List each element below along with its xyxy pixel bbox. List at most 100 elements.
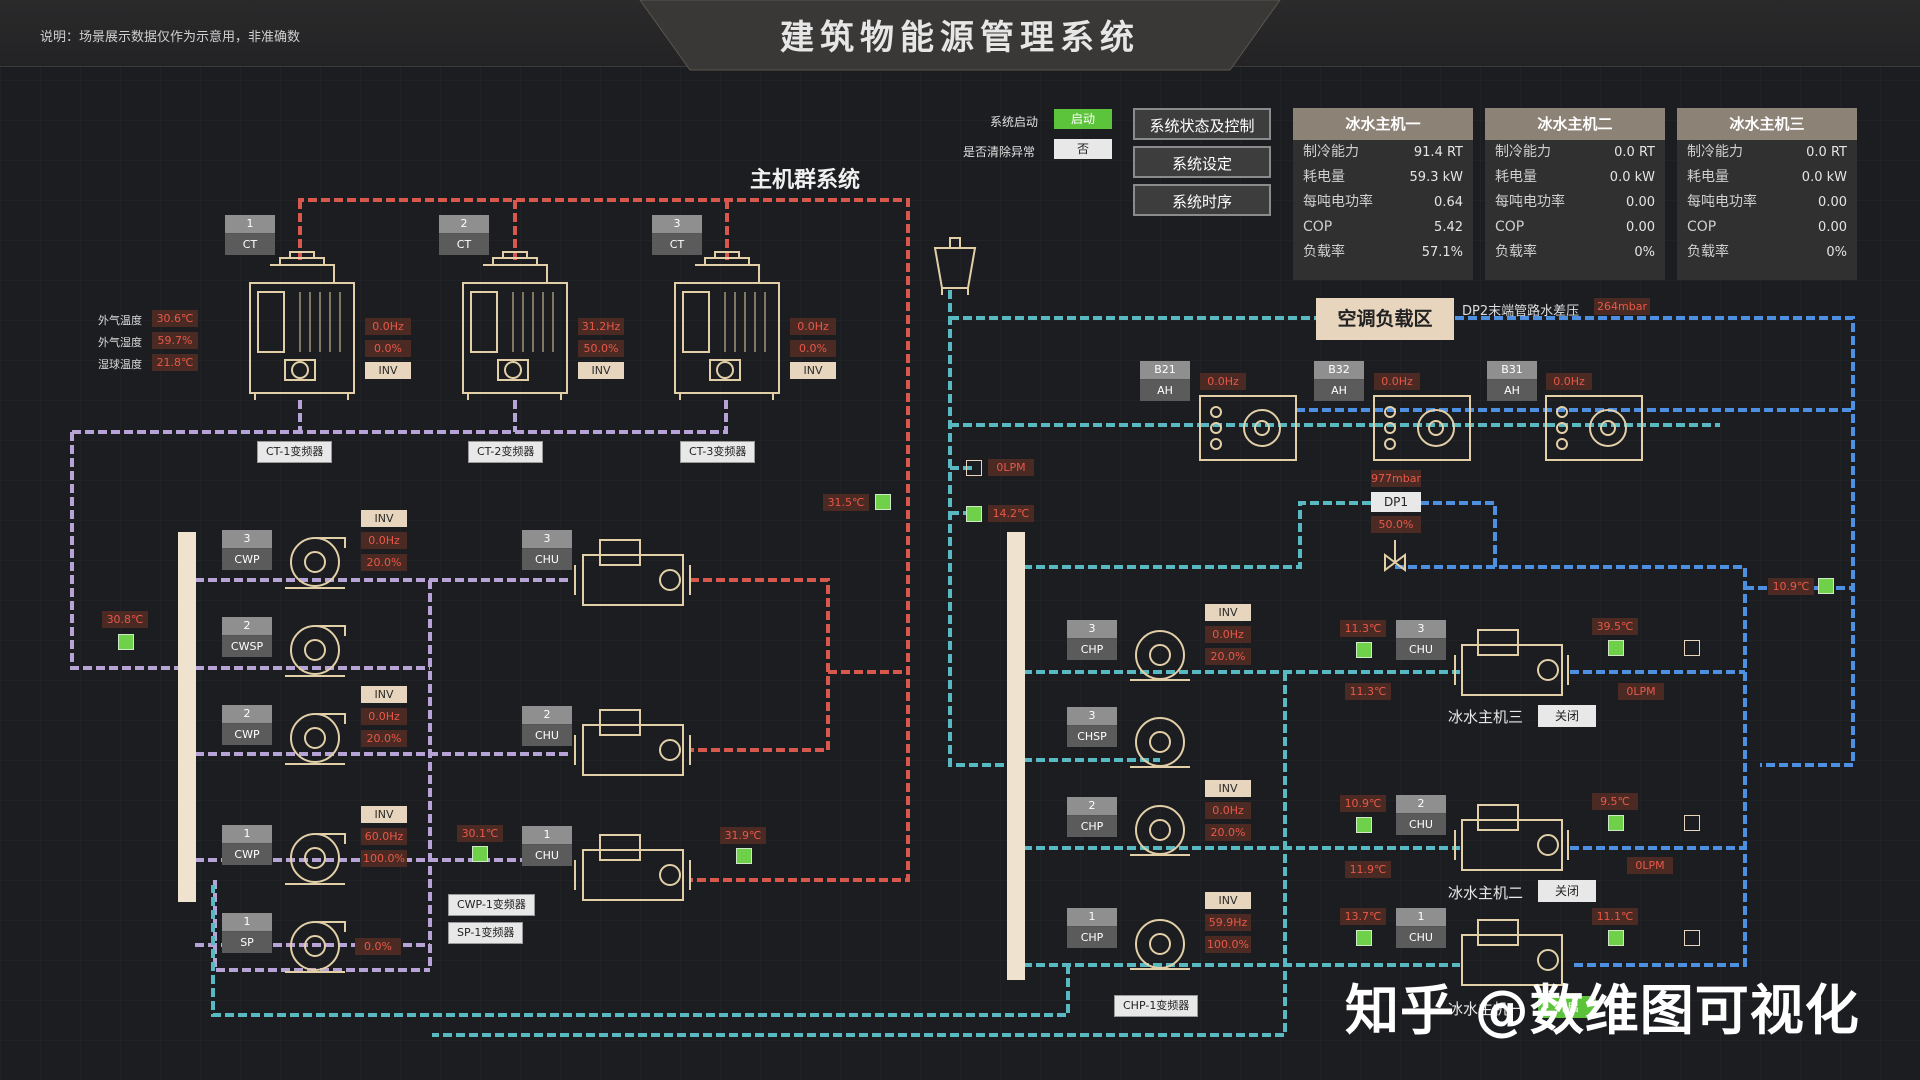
tag-num: 3 [1067,620,1117,639]
temp-sensor-icon[interactable] [966,506,982,522]
temp-sensor-icon[interactable] [1608,930,1624,946]
sp-vfd-label[interactable]: SP-1变频器 [448,922,524,944]
notice-text: 说明：场景展示数据仅作为示意用，非准确数 [40,30,301,45]
metric-value: 0.0 RT [1806,145,1847,160]
flow-meter-icon[interactable] [1684,930,1700,946]
temp-sensor-icon[interactable] [1608,815,1624,831]
tag-num: 2 [1067,797,1117,816]
outdoor-hum-value: 59.7% [152,332,198,349]
ct-1-inv[interactable]: INV [365,362,411,379]
pump-cwp1-pct: 100.0% [361,850,407,867]
flow-meter-icon[interactable] [1684,815,1700,831]
start-label: 系统启动 [990,115,1039,129]
temp-sensor-icon[interactable] [736,848,752,864]
temp-sensor-icon[interactable] [1818,578,1834,594]
tag-num: 3 [222,530,272,549]
pump-cwp3-pct: 20.0% [361,554,407,571]
pump-chp1-inv[interactable]: INV [1205,892,1251,909]
outdoor-hum-label: 外气湿度 [98,336,142,349]
system-settings-button[interactable]: 系统设定 [1133,146,1271,178]
temp-sensor-icon[interactable] [875,494,891,510]
tag-num: 1 [522,826,572,845]
pump-chp3-hz: 0.0Hz [1205,626,1251,643]
temp-sensor-icon[interactable] [1356,642,1372,658]
tag-type: CHU [1396,639,1446,660]
chilled-header [1007,532,1025,980]
flow-meter-icon[interactable] [966,460,982,476]
tag-num: 1 [1067,908,1117,927]
pump-cwp3-inv[interactable]: INV [361,510,407,527]
ct-2-inv[interactable]: INV [578,362,624,379]
dp1-label[interactable]: DP1 [1371,492,1421,512]
chiller-1-state-button[interactable]: 开启 [1538,996,1596,1018]
pump-cwp2-inv[interactable]: INV [361,686,407,703]
chiller-3-name: 冰水主机三 [1448,708,1524,726]
metric-label: 每吨电功率 [1687,194,1757,210]
tag-num: B31 [1487,361,1537,380]
metric-label: 耗电量 [1687,169,1729,185]
temp-sensor-icon[interactable] [1356,817,1372,833]
pump-chp3-pct: 20.0% [1205,648,1251,665]
pump-chp3-inv[interactable]: INV [1205,604,1251,621]
system-status-button[interactable]: 系统状态及控制 [1133,108,1271,140]
metric-label: 负载率 [1687,244,1729,260]
temp-sensor-icon[interactable] [472,846,488,862]
ah-b32-hz: 0.0Hz [1374,373,1420,390]
ct-1-pct: 0.0% [365,340,411,357]
chiller-3-state-button[interactable]: 关闭 [1538,705,1596,727]
cwp-vfd-label[interactable]: CWP-1变频器 [448,894,535,916]
pump-chp1-pct: 100.0% [1205,936,1251,953]
start-toggle[interactable]: 启动 [1054,109,1112,129]
temp-sensor-icon[interactable] [1608,640,1624,656]
chp-vfd-label[interactable]: CHP-1变频器 [1114,995,1199,1017]
tag-num: 1 [222,825,272,844]
ct-3-vfd-label[interactable]: CT-3变频器 [680,441,756,463]
ct-3-inv[interactable]: INV [790,362,836,379]
ct-1-vfd-label[interactable]: CT-1变频器 [257,441,333,463]
ct-2-vfd-label[interactable]: CT-2变频器 [468,441,544,463]
pump-chp2-inv[interactable]: INV [1205,780,1251,797]
tag-type: CHP [1067,927,1117,948]
pump-cwp3-hz: 0.0Hz [361,532,407,549]
chu3-in-temp: 11.3℃ [1340,620,1386,637]
temp-sensor-icon[interactable] [1356,930,1372,946]
metric-value: 57.1% [1421,245,1463,260]
system-sequence-button[interactable]: 系统时序 [1133,184,1271,216]
tag-num: 2 [222,705,272,724]
metric-value: 59.3 kW [1409,170,1463,185]
metric-label: 耗电量 [1303,169,1345,185]
flow-meter-icon[interactable] [1684,640,1700,656]
clear-toggle[interactable]: 否 [1054,139,1112,159]
metric-label: 负载率 [1303,244,1345,260]
pump-cwp1-inv[interactable]: INV [361,806,407,823]
temp-sensor-icon[interactable] [118,634,134,650]
chiller-2-state-button[interactable]: 关闭 [1538,880,1596,902]
tag-num: 1 [1396,908,1446,927]
tag-type: CT [439,234,489,255]
metric-label: 制冷能力 [1495,144,1551,160]
flow-value: 0LPM [988,459,1034,476]
chu1-t2: 11.1℃ [1592,908,1638,925]
